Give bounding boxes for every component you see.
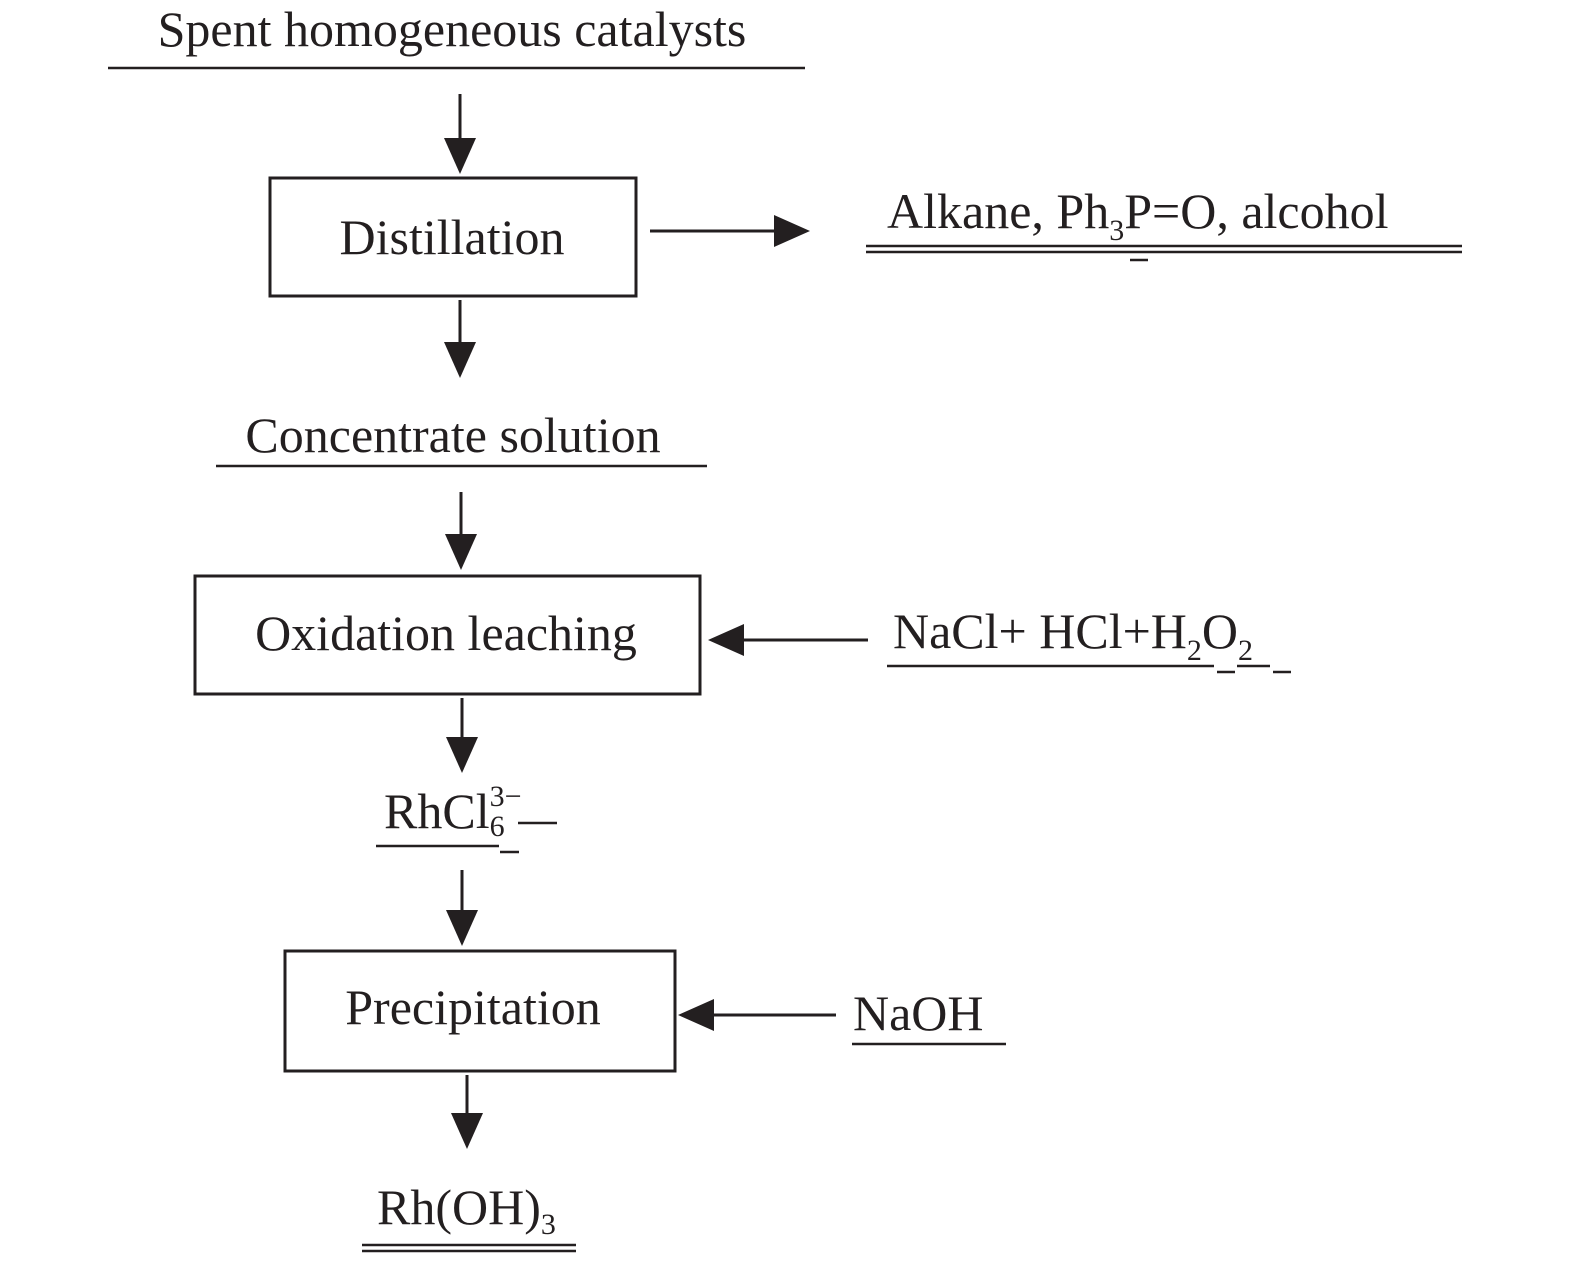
byproduct-label: Alkane, Ph3P=O, alcohol bbox=[887, 183, 1389, 247]
arrow-distillation-to-byproduct bbox=[650, 215, 810, 247]
rhcl6-label: RhCl63− bbox=[384, 780, 522, 843]
rhcl6-node: RhCl63− bbox=[376, 780, 557, 854]
precipitation-label: Precipitation bbox=[345, 979, 601, 1035]
arrow-precipitation-to-product bbox=[451, 1075, 483, 1149]
naoh-node: NaOH bbox=[852, 985, 1006, 1046]
oxidation-leaching-box bbox=[193, 574, 702, 696]
arrow-input-to-distillation bbox=[444, 94, 476, 174]
oxidation-leaching-label: Oxidation leaching bbox=[255, 605, 637, 661]
distillation-step: Distillation bbox=[268, 176, 638, 298]
naoh-label: NaOH bbox=[853, 985, 984, 1041]
leaching-reagents-node: NaCl+ HCl+H2O2 bbox=[887, 603, 1291, 674]
product-node: Rh(OH)3 bbox=[362, 1179, 576, 1253]
product-label: Rh(OH)3 bbox=[377, 1179, 556, 1241]
concentrate-label: Concentrate solution bbox=[245, 407, 660, 463]
arrow-rhcl-to-precipitation bbox=[446, 870, 478, 946]
arrow-naoh-to-precipitation bbox=[678, 999, 836, 1031]
byproduct-node: Alkane, Ph3P=O, alcohol bbox=[866, 183, 1462, 262]
distillation-label: Distillation bbox=[340, 209, 565, 265]
input-label: Spent homogeneous catalysts bbox=[158, 1, 747, 57]
precipitation-box bbox=[283, 949, 677, 1073]
arrow-oxidation-to-rhcl bbox=[446, 698, 478, 773]
arrow-reagents-to-oxidation bbox=[708, 624, 868, 656]
arrow-distillation-to-concentrate bbox=[444, 300, 476, 378]
oxidation-leaching-step: Oxidation leaching bbox=[193, 574, 702, 696]
precipitation-step: Precipitation bbox=[283, 949, 677, 1073]
input-node: Spent homogeneous catalysts bbox=[108, 1, 805, 70]
concentrate-node: Concentrate solution bbox=[216, 407, 707, 468]
leaching-reagents-label: NaCl+ HCl+H2O2 bbox=[893, 603, 1253, 667]
arrow-concentrate-to-oxidation bbox=[445, 492, 477, 570]
distillation-box bbox=[268, 176, 638, 298]
